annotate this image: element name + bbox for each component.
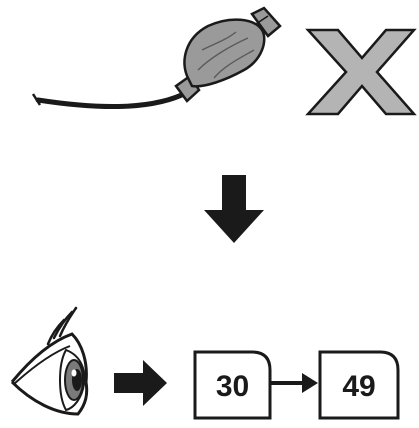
from-value-label: 30: [216, 370, 249, 403]
to-value-box: 49: [318, 350, 400, 420]
small-right-arrow-icon: [271, 373, 318, 393]
right-arrow-icon: [114, 360, 167, 406]
from-value-box: 30: [193, 350, 272, 420]
cross-mark-icon: [305, 28, 417, 116]
down-arrow-icon: [204, 175, 264, 243]
to-value-label: 49: [342, 370, 375, 403]
squeeze-bulb-icon: [31, 6, 282, 110]
eye-icon: [10, 306, 89, 416]
